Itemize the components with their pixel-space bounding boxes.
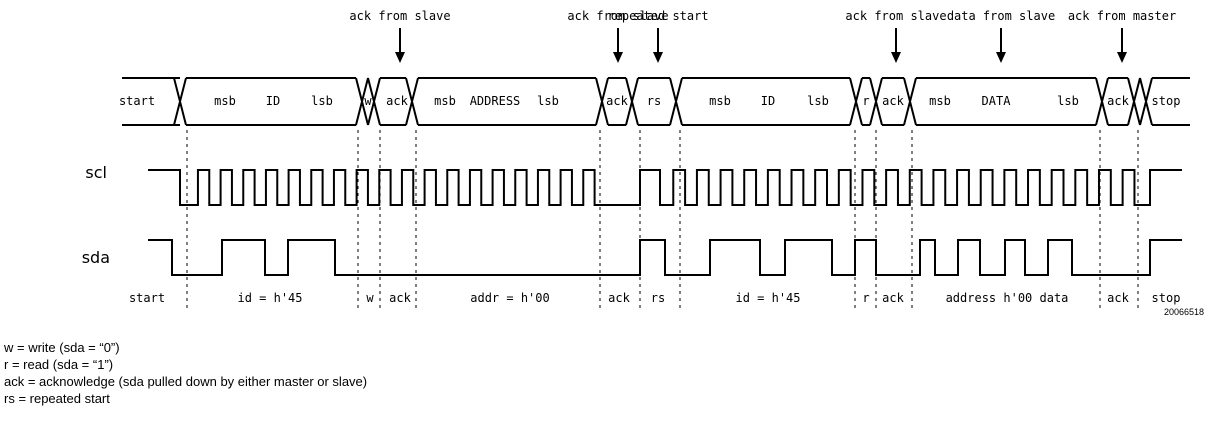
annotation-ack4: ack from master — [1068, 9, 1176, 23]
legend-item-ack: ack = acknowledge (sda pulled down by ei… — [4, 374, 368, 389]
bottom-label: ack — [608, 291, 630, 305]
sda-trace — [148, 239, 1182, 276]
figure-code: 20066518 — [1164, 307, 1204, 317]
bottom-label: stop — [1152, 291, 1181, 305]
annotation-ack1: ack from slave — [349, 9, 450, 23]
annotation-ack2: ack from slave — [567, 9, 668, 23]
bottom-label: r — [862, 291, 869, 305]
bus-label-ack2: ack — [606, 94, 628, 108]
bus-label-addr: msb — [434, 94, 456, 108]
bottom-label: addr = h'00 — [470, 291, 549, 305]
sda-signal-label: sda — [82, 248, 110, 267]
bus-label-ack3: ack — [882, 94, 904, 108]
legend-item-write: w = write (sda = “0”) — [4, 340, 120, 355]
annotation-ack3: ack from slave — [845, 9, 946, 23]
bus-label-ack4: ack — [1107, 94, 1129, 108]
bottom-label: address h'00 data — [946, 291, 1069, 305]
arrow-head-ack1 — [395, 52, 405, 63]
bus-label-data: lsb — [1057, 94, 1079, 108]
bus-label-id2: ID — [761, 94, 775, 108]
annotation-data: data from slave — [947, 9, 1055, 23]
bus-label-data: DATA — [982, 94, 1012, 108]
bus-label-addr: lsb — [537, 94, 559, 108]
bottom-label: rs — [651, 291, 665, 305]
bus-outline — [122, 77, 1190, 126]
bus-label-data: msb — [929, 94, 951, 108]
bus-label-ack1: ack — [386, 94, 408, 108]
arrow-head-rs — [653, 52, 663, 63]
bus-label-id1: ID — [266, 94, 280, 108]
annotation-arrows — [395, 28, 1127, 63]
bottom-label: w — [366, 291, 374, 305]
bus-label-start: start — [119, 94, 155, 108]
bus-label-addr: ADDRESS — [470, 94, 521, 108]
bottom-label: id = h'45 — [735, 291, 800, 305]
guide-lines — [186, 130, 1139, 308]
annotation-rs: repeated start — [607, 9, 708, 23]
scl-waveform — [148, 169, 1182, 206]
bottom-label: ack — [389, 291, 411, 305]
bus-label-id1: lsb — [311, 94, 333, 108]
legend-item-read: r = read (sda = “1”) — [4, 357, 114, 372]
arrow-head-ack3 — [891, 52, 901, 63]
bus-label-r: r — [862, 94, 869, 108]
sda-waveform — [148, 239, 1182, 276]
arrow-head-data — [996, 52, 1006, 63]
bus-label-w: w — [364, 94, 372, 108]
arrow-head-ack4 — [1117, 52, 1127, 63]
legend: w = write (sda = “0”) r = read (sda = “1… — [4, 339, 367, 407]
arrow-head-ack2 — [613, 52, 623, 63]
scl-trace — [148, 169, 1182, 206]
bottom-label: start — [129, 291, 165, 305]
bottom-label: id = h'45 — [237, 291, 302, 305]
bus-label-id2: lsb — [807, 94, 829, 108]
bus-label-id1: msb — [214, 94, 236, 108]
bus-track — [122, 77, 1190, 126]
bottom-label: ack — [882, 291, 904, 305]
legend-item-repeated-start: rs = repeated start — [4, 391, 110, 406]
bus-label-rs: rs — [647, 94, 661, 108]
bottom-label: ack — [1107, 291, 1129, 305]
scl-signal-label: scl — [85, 163, 107, 182]
bus-label-stop: stop — [1152, 94, 1181, 108]
bus-label-id2: msb — [709, 94, 731, 108]
